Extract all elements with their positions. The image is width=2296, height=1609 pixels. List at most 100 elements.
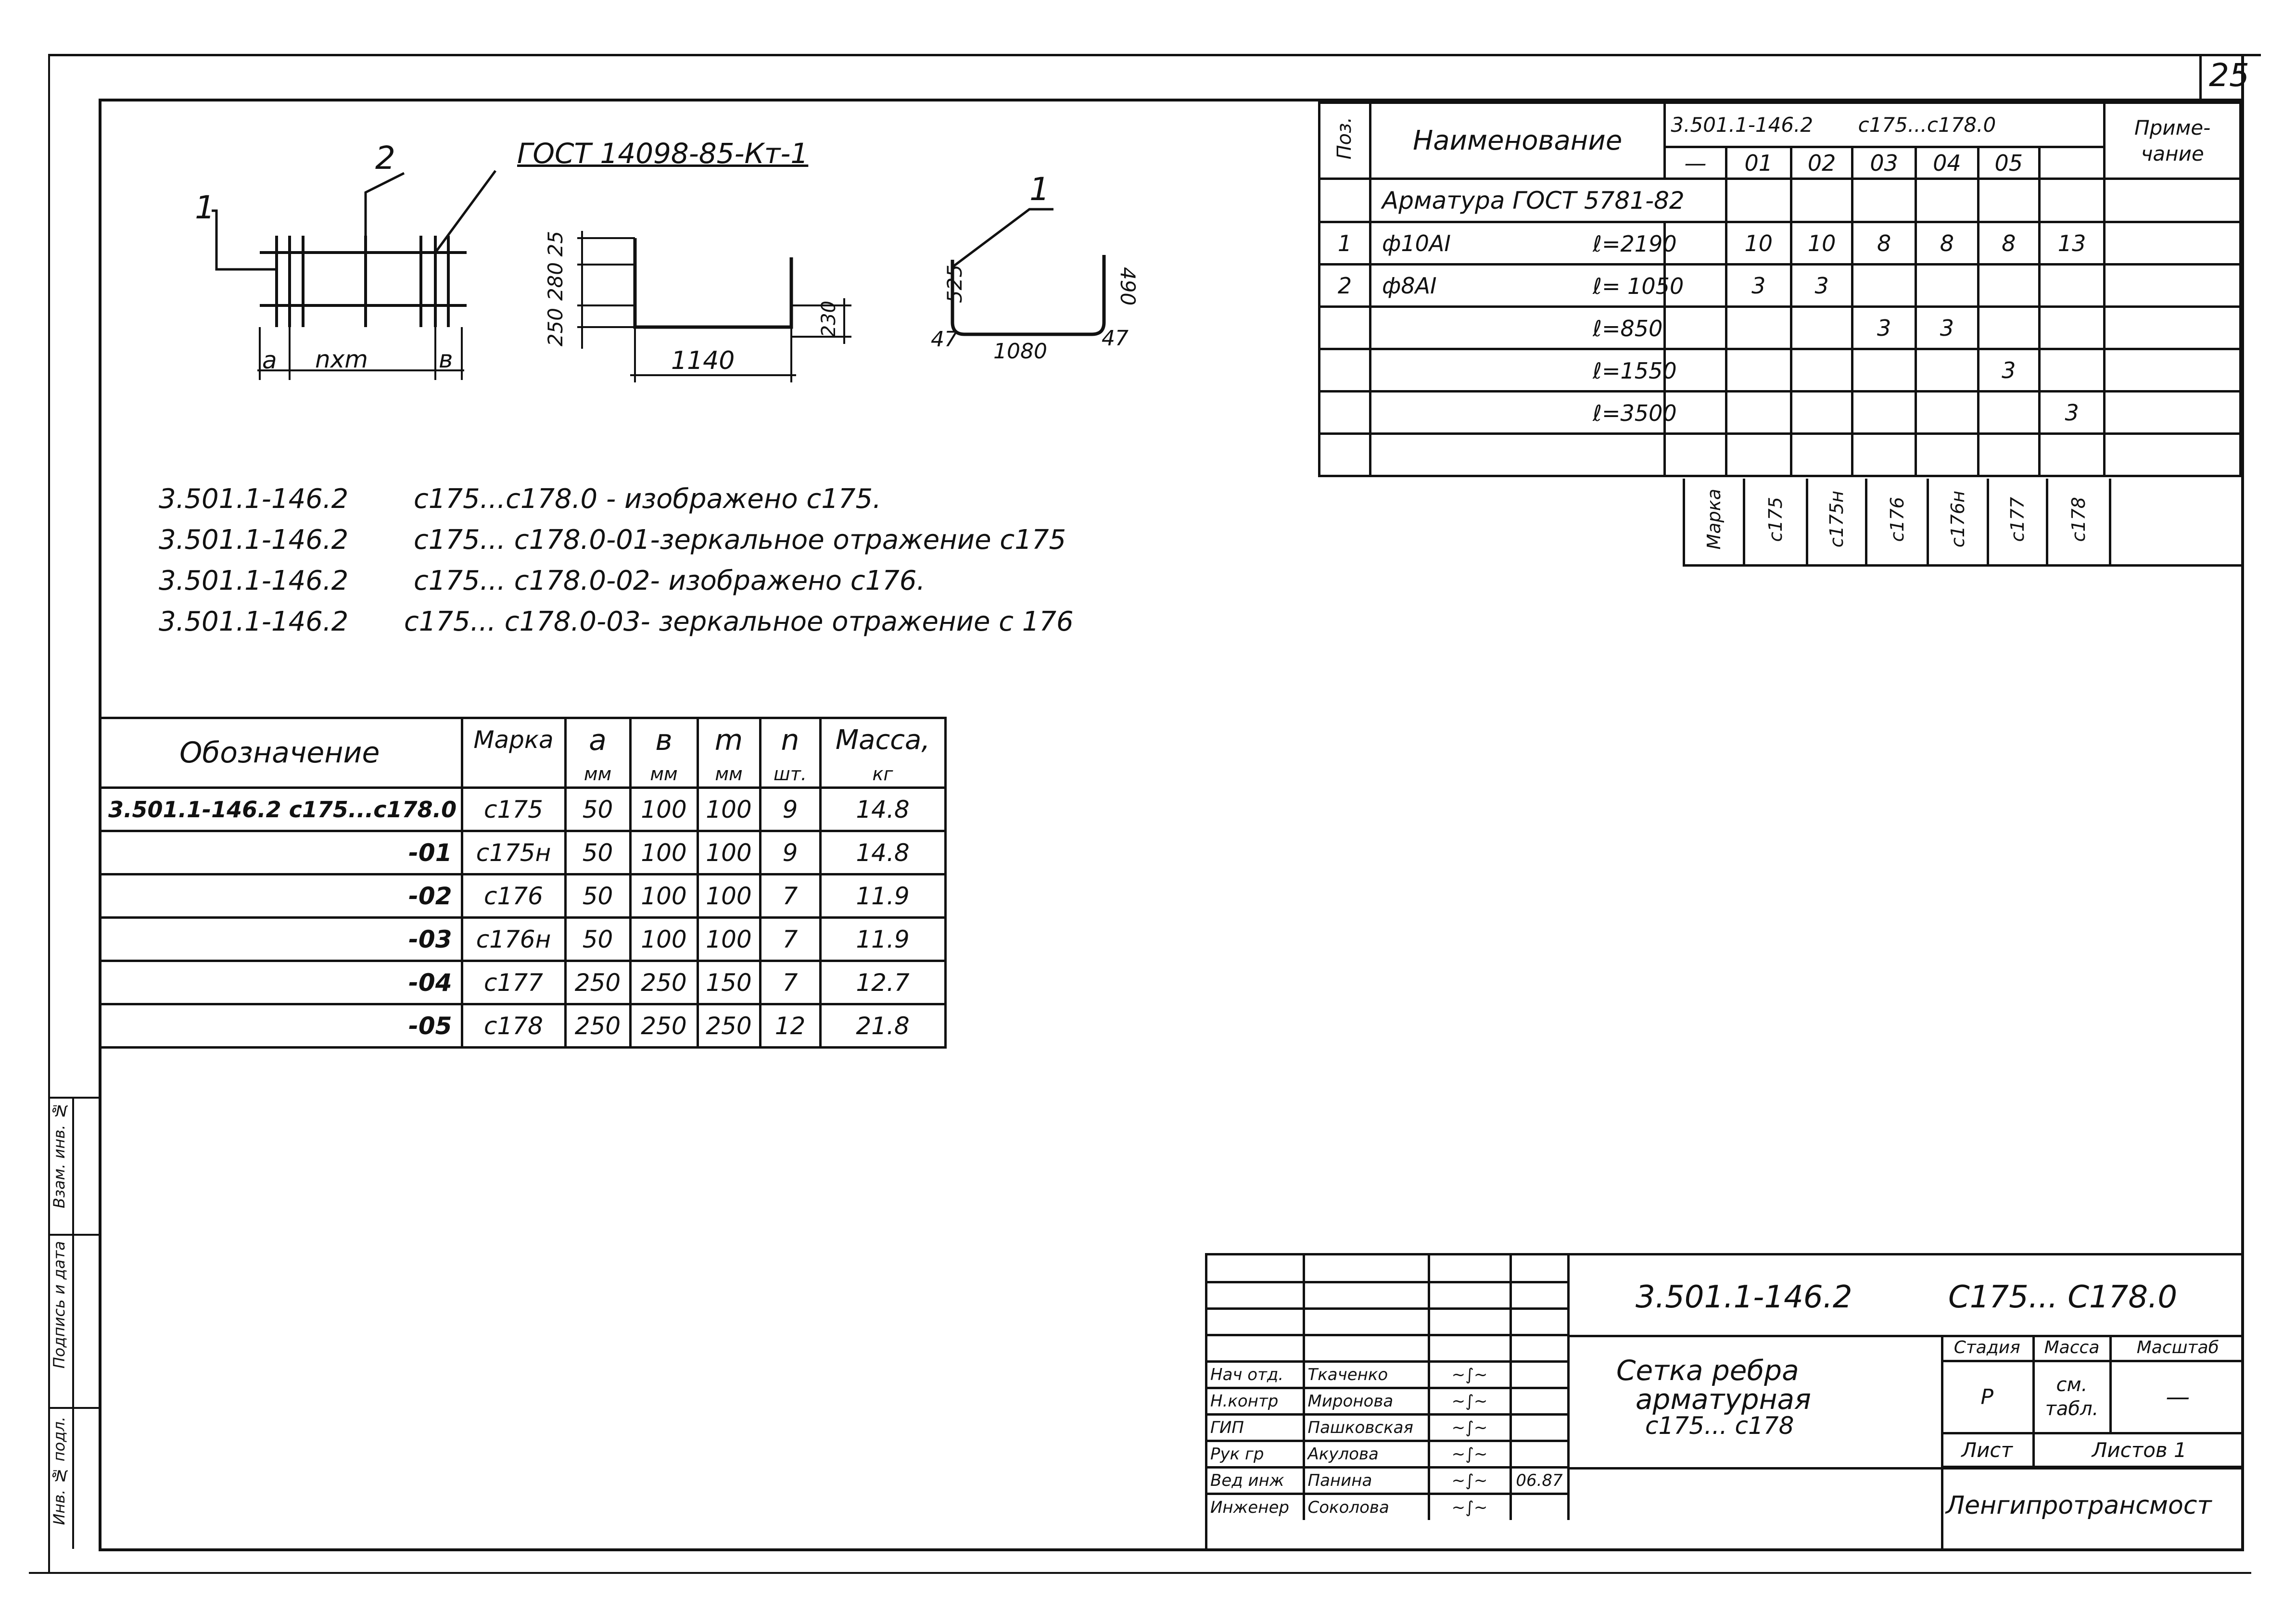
marka-row: Марка с175 с175н с176 с176н с177 с178 [1682, 479, 2242, 567]
a-header: а [564, 717, 632, 761]
signature: ~∫~ [1427, 1413, 1512, 1442]
variant-04: 04 [1915, 146, 1979, 180]
side-stamp-top [48, 1097, 99, 1099]
dim-nxm-label: nхm [315, 345, 368, 373]
m-unit: мм [696, 761, 761, 789]
frame-bottom [99, 1548, 2244, 1551]
mass-unit: кг [819, 761, 947, 789]
dim-1080: 1080 [993, 339, 1047, 364]
spec-table: Поз. Наименование 3.501.1-146.2 с175...с… [1318, 101, 2242, 477]
page-number-box [2199, 54, 2244, 99]
n-unit: шт. [759, 761, 822, 789]
sheet-label: Лист [1942, 1432, 2035, 1468]
tb-title-1: Сетка ребра [1616, 1354, 1799, 1387]
note-header: Приме-чание [2103, 101, 2242, 180]
table-row: ℓ=1550 3 [1318, 348, 2242, 393]
tb-doc-range: С175... С178.0 [1948, 1280, 2178, 1315]
mass-value: см. табл. [2032, 1359, 2112, 1434]
bottom-outer-line [29, 1572, 2251, 1574]
note-row: 3.501.1-146.2 [159, 606, 349, 637]
frame-top [99, 99, 2244, 101]
marka-label: Марка [1682, 479, 1746, 567]
gost-callout: ГОСТ 14098-85-Кт-1 [517, 137, 809, 170]
b-header: в [629, 717, 699, 761]
mass-header: Масса, [819, 717, 947, 761]
frame-right [2241, 54, 2244, 1551]
signature: ~∫~ [1427, 1466, 1512, 1495]
mass-header: Масса [2032, 1336, 2112, 1362]
bar-label-1: 1 [1029, 171, 1050, 208]
table-row: ℓ=850 3 3 [1318, 305, 2242, 350]
top-border-line [48, 54, 2261, 56]
note-text: с175... с178.0-02- изображено с176. [414, 565, 926, 596]
label-1: 1 [195, 189, 215, 226]
left-outer-line [48, 54, 50, 1574]
label-2: 2 [375, 139, 395, 177]
side-stamp-divider-v [72, 1097, 74, 1549]
signature: ~∫~ [1427, 1360, 1512, 1389]
mark-c175: с175 [1743, 479, 1809, 567]
note-row: 3.501.1-146.2 [159, 483, 349, 515]
note-text: с175... с178.0-01-зеркальное отражение с… [414, 524, 1066, 556]
mark-c175n: с175н [1806, 479, 1868, 567]
side-stamp-inv: Инв. № подл. [50, 1417, 68, 1525]
section-title: Арматура ГОСТ 5781-82 [1369, 177, 1727, 223]
tb-divider-h2 [1568, 1467, 2244, 1470]
n-header: n [759, 717, 822, 761]
scale-value: — [2109, 1359, 2244, 1434]
l-bar-drawing [951, 208, 1106, 336]
dim-a-label: а [262, 346, 277, 374]
variant-empty [2038, 146, 2106, 180]
side-stamp-divider-1 [48, 1234, 99, 1236]
mark-c176: с176 [1865, 479, 1929, 567]
u-bar-drawing [577, 231, 851, 382]
mark-table: Обозначение Марка а в m n Масса, мм мм м… [99, 717, 947, 1049]
dim-b-label: в [439, 345, 453, 373]
variant-05: 05 [1977, 146, 2041, 180]
side-stamp-replace: Взам. инв. № [50, 1102, 68, 1208]
tb-doc-code: 3.501.1-146.2 [1636, 1280, 1852, 1315]
doc-header: 3.501.1-146.2 с175...с178.0 [1663, 101, 2106, 148]
b-unit: мм [629, 761, 699, 789]
mark-c176n: с176н [1926, 479, 1990, 567]
dim-25: 25 [544, 231, 567, 257]
date: 06.87 [1509, 1466, 1570, 1495]
side-stamp-divider-2 [48, 1407, 99, 1409]
variant-03: 03 [1851, 146, 1917, 180]
marka-header: Марка [460, 717, 567, 789]
signature: ~∫~ [1427, 1386, 1512, 1416]
dim-1140: 1140 [671, 346, 735, 375]
tb-title-3: с175... с178 [1645, 1412, 1794, 1440]
pos-header: Поз. [1318, 101, 1371, 180]
variant-base: — [1663, 146, 1727, 180]
scale-header: Масштаб [2109, 1336, 2244, 1362]
dim-490: 490 [1116, 267, 1140, 306]
dim-525: 525 [943, 265, 966, 304]
stage-table: Стадия Масса Масштаб Р см. табл. — Лист … [1942, 1336, 2244, 1468]
side-stamp-sign: Подпись и дата [50, 1241, 68, 1369]
tb-organization: Ленгипротрансмост [1946, 1491, 2212, 1520]
designation-header: Обозначение [99, 717, 463, 789]
note-row: 3.501.1-146.2 [159, 524, 349, 556]
signature: ~∫~ [1427, 1439, 1512, 1469]
dim-230: 230 [818, 301, 840, 338]
mark-empty [2109, 479, 2242, 567]
variant-01: 01 [1725, 146, 1793, 180]
mark-c177: с177 [1987, 479, 2049, 567]
dim-47-left: 47 [931, 327, 958, 352]
stage-value: Р [1942, 1359, 2035, 1434]
mark-c178: с178 [2046, 479, 2112, 567]
section-pos [1318, 177, 1371, 223]
variant-02: 02 [1790, 146, 1854, 180]
dim-280: 280 [544, 262, 567, 301]
table-row: ℓ=3500 3 [1318, 390, 2242, 435]
